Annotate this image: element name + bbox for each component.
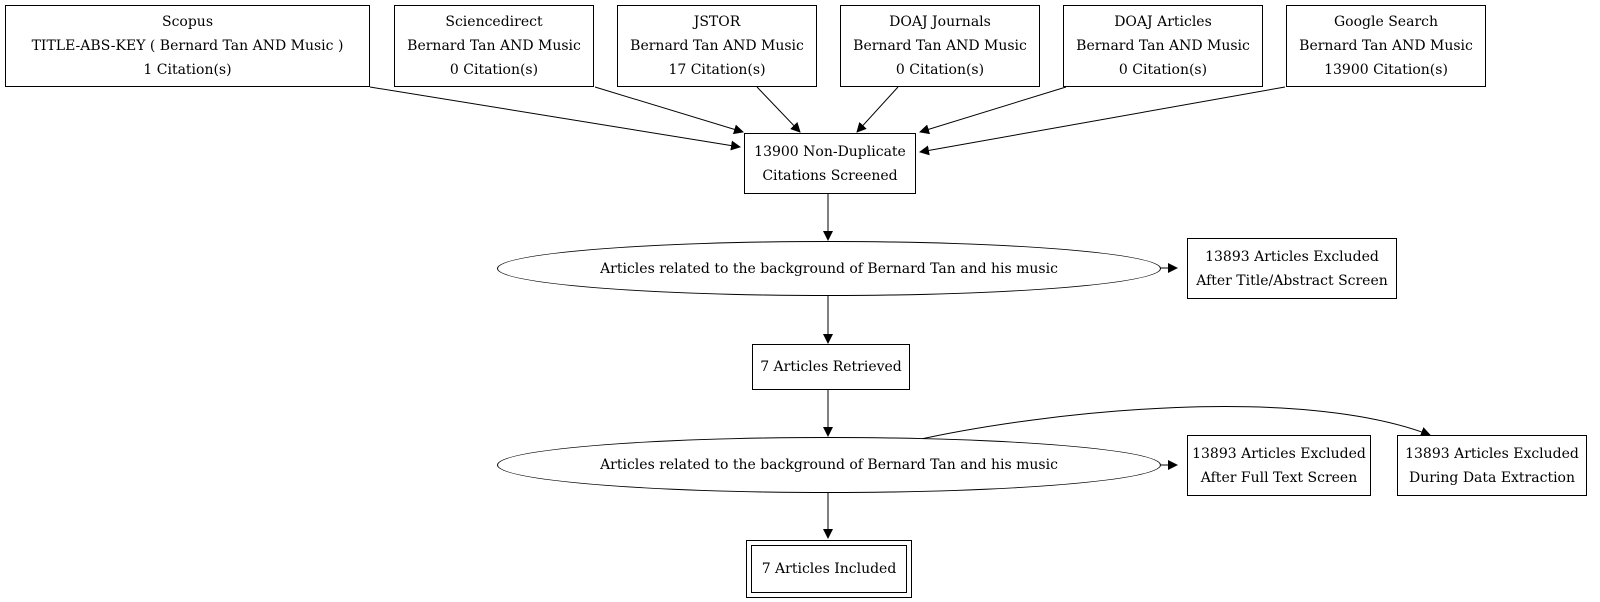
excluded-title-abstract: 13893 Articles Excluded After Title/Abst…	[1187, 238, 1397, 299]
edge-jstor-to-screened	[756, 86, 801, 133]
source-jstor: JSTOR Bernard Tan AND Music 17 Citation(…	[617, 5, 817, 87]
criteria-full-text: Articles related to the background of Be…	[497, 437, 1161, 493]
edge-criteria2-to-excluded-extraction	[911, 406, 1431, 442]
source-sciencedirect: Sciencedirect Bernard Tan AND Music 0 Ci…	[394, 5, 594, 87]
source-google-search: Google Search Bernard Tan AND Music 1390…	[1286, 5, 1486, 87]
source-scopus: Scopus TITLE-ABS-KEY ( Bernard Tan AND M…	[5, 5, 370, 87]
excluded-full-text: 13893 Articles Excluded After Full Text …	[1187, 435, 1371, 496]
source-doaj-articles: DOAJ Articles Bernard Tan AND Music 0 Ci…	[1063, 5, 1263, 87]
edge-doaj-articles-to-screened	[919, 86, 1067, 135]
edge-google-to-screened	[919, 86, 1286, 156]
retrieved-node: 7 Articles Retrieved	[752, 344, 910, 390]
criteria-title-abstract: Articles related to the background of Be…	[497, 241, 1161, 296]
screened-node: 13900 Non-Duplicate Citations Screened	[744, 133, 916, 194]
edge-doaj-journals-to-screened	[856, 86, 899, 133]
edge-scopus-to-screened	[369, 86, 741, 151]
included-node: 7 Articles Included	[746, 540, 912, 598]
source-doaj-journals: DOAJ Journals Bernard Tan AND Music 0 Ci…	[840, 5, 1040, 87]
excluded-data-extraction: 13893 Articles Excluded During Data Extr…	[1397, 435, 1587, 496]
included-inner-border: 7 Articles Included	[751, 545, 907, 593]
edge-sciencedirect-to-screened	[594, 86, 744, 135]
